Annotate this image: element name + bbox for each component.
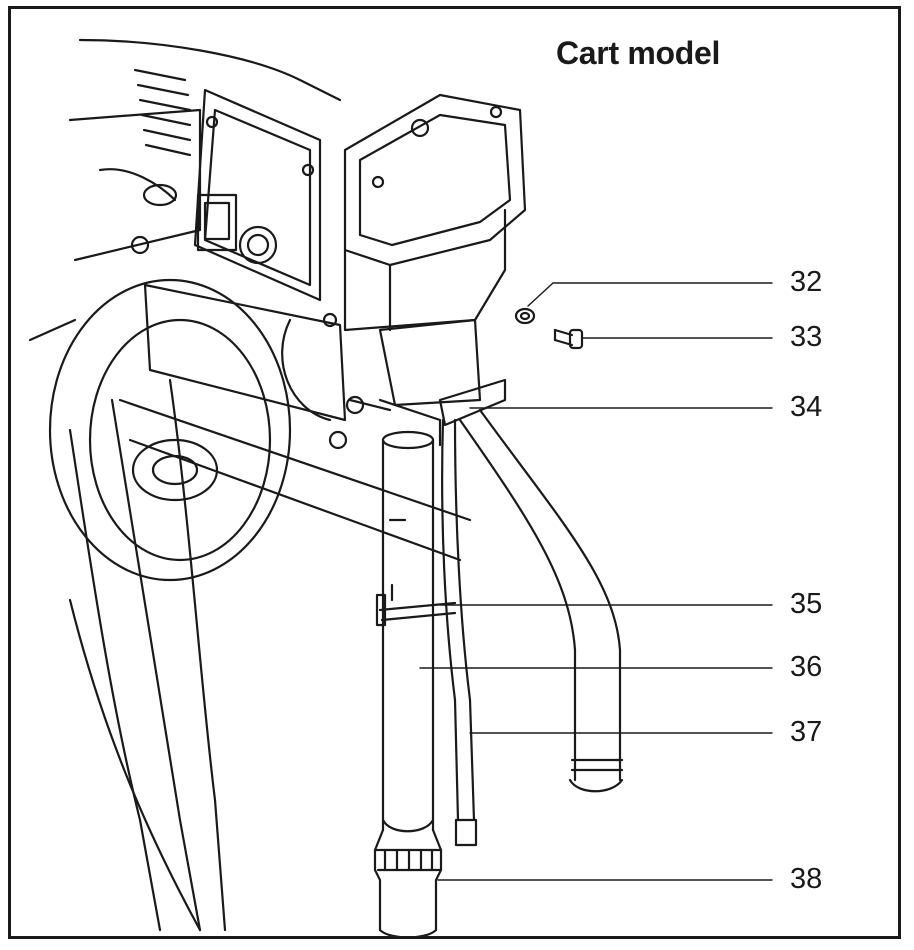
callout-38: 38: [790, 863, 823, 895]
pump-head: [343, 93, 527, 407]
pump-body: [143, 283, 392, 450]
leader-32: [527, 282, 773, 307]
part-screw: [553, 328, 584, 350]
holder-bracket: [438, 378, 624, 793]
diagram-title: Cart model: [556, 35, 721, 71]
tube-clamp: [375, 593, 457, 627]
motor-housing: [68, 38, 342, 262]
wheel: [48, 278, 292, 582]
callout-34: 34: [790, 391, 823, 423]
callout-37: 37: [790, 716, 823, 748]
control-panel: [193, 88, 322, 302]
cart-frame: [28, 318, 472, 932]
callout-33: 33: [790, 321, 823, 353]
callout-32: 32: [790, 266, 823, 298]
suction-tube: [378, 398, 442, 833]
return-hose: [441, 418, 478, 847]
leader-lines: [419, 282, 773, 881]
callout-36: 36: [790, 651, 823, 683]
inlet-strainer: [373, 828, 443, 939]
part-washer: [514, 307, 536, 325]
callout-35: 35: [790, 588, 823, 620]
